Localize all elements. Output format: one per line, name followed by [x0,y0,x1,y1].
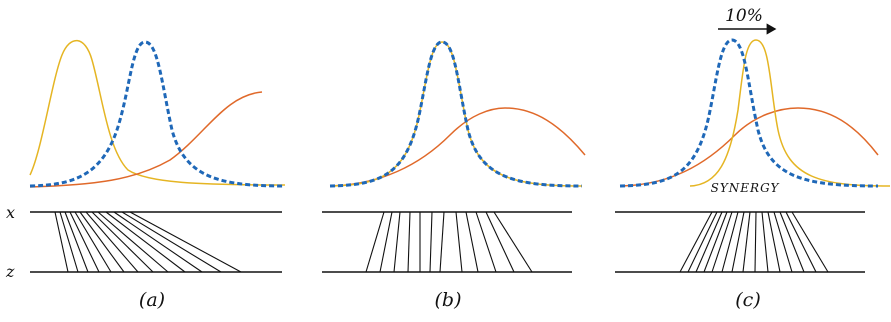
blue-dashed-curve-a [30,42,285,186]
mapping-line [408,212,410,272]
mapping-line [55,212,68,272]
mapping-line [75,212,111,272]
synergy-annotation: SYNERGY [711,181,780,195]
mapping-line [476,212,496,272]
caption-c: (c) [735,289,760,311]
mapping-line [92,212,153,272]
x-axis-label: x [6,203,15,222]
mapping-line [688,212,717,272]
mapping-line [130,212,241,272]
mapping-line [722,212,738,272]
mapping-line [762,212,768,272]
shift-label: 10% [725,6,763,26]
blue-dashed-curve-b [330,42,582,186]
mapping-line [786,212,816,272]
mapping-lines-b [366,212,532,272]
orange-curve-c [620,108,878,186]
caption-b: (b) [435,289,462,311]
mapping-line [86,212,138,272]
mapping-line [792,212,828,272]
mapping-line [430,212,432,272]
mapping-line [743,212,750,272]
mapping-line [732,212,744,272]
mapping-line [440,212,444,272]
mapping-lines-a [55,212,241,272]
yellow-curve-c [690,40,890,186]
mapping-line [768,212,780,272]
mapping-line [122,212,221,272]
mapping-line [466,212,478,272]
mapping-line [456,212,462,272]
mapping-line [755,212,756,272]
z-axis-label: z [5,262,15,281]
panel-b: (b) [322,42,585,311]
mapping-line [696,212,722,272]
panel-a: x z (a) [5,41,285,311]
mapping-line [774,212,792,272]
panel-c: 10% SYNERGY (c) [615,6,890,311]
mapping-line [394,212,400,272]
blue-dashed-curve-c [620,40,878,186]
orange-curve-b [330,108,585,186]
orange-curve-a [30,92,262,187]
caption-a: (a) [139,289,165,311]
mapping-lines-c [680,212,828,272]
